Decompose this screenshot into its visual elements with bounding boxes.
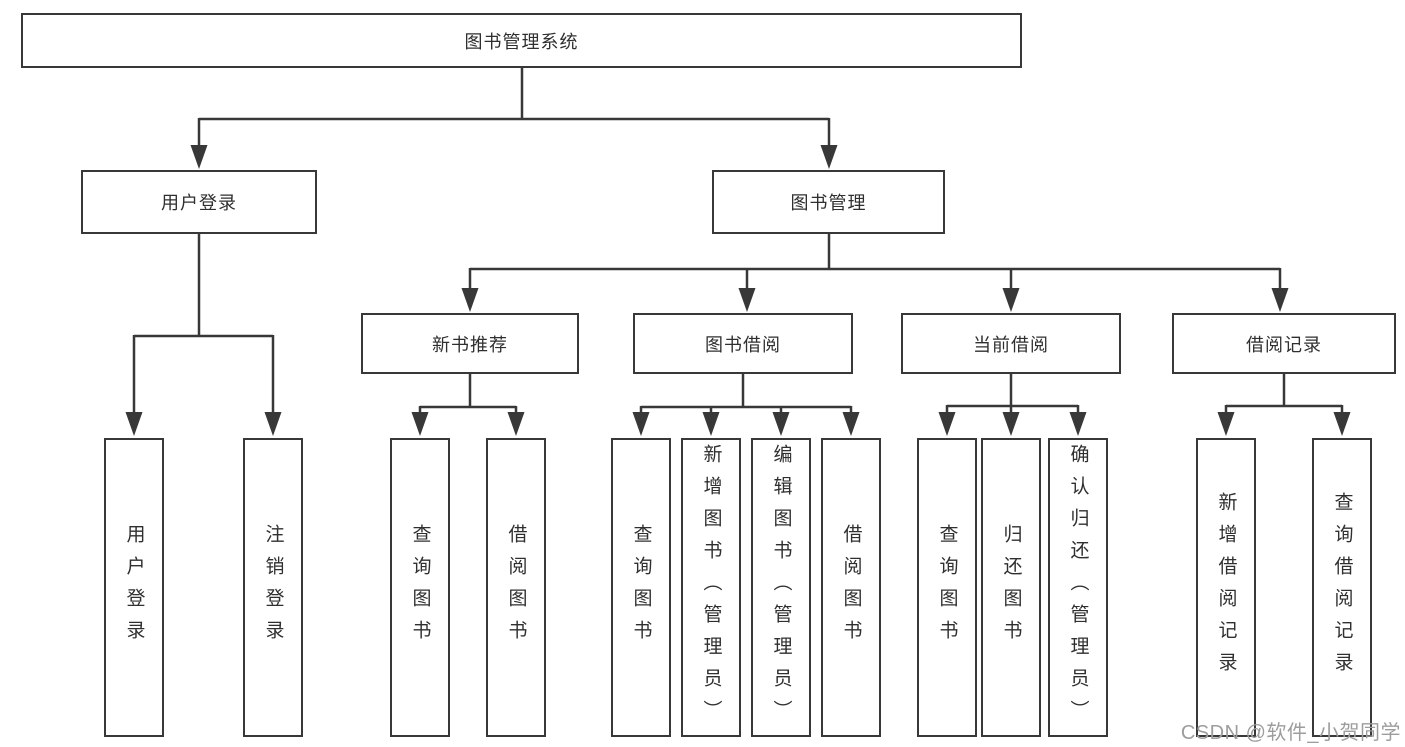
leaf-br-query-record: 查询借阅记录	[1312, 438, 1372, 737]
leaf-nbr-query-books: 查询图书	[390, 438, 450, 737]
node-borrowing-records-label: 借阅记录	[1246, 334, 1322, 355]
node-user-login-label: 用户登录	[161, 193, 237, 213]
arrowhead	[1002, 288, 1020, 312]
arrowhead	[842, 412, 860, 436]
node-book-management-label: 图书管理	[790, 193, 867, 213]
arrowhead	[1271, 288, 1289, 312]
arrowhead	[190, 145, 208, 169]
node-borrowing-records: 借阅记录	[1172, 313, 1396, 374]
leaf-bb-query-books: 查询图书	[611, 438, 671, 737]
arrowhead	[938, 412, 956, 436]
leaf-nbr-borrow-books: 借阅图书	[486, 438, 546, 737]
node-user-login: 用户登录	[81, 170, 317, 234]
arrowhead	[1002, 412, 1020, 436]
arrowhead	[411, 412, 429, 436]
node-root-label: 图书管理系统	[464, 31, 579, 52]
leaf-user-login: 用户登录	[104, 438, 164, 737]
leaf-cb-confirm-return-label: 确认归还（管理员）	[1067, 443, 1089, 732]
leaf-bb-edit-books-label: 编辑图书（管理员）	[770, 443, 792, 732]
leaf-bb-edit-books: 编辑图书（管理员）	[751, 438, 811, 737]
leaf-logout-label: 注销登录	[262, 523, 284, 652]
arrowhead	[1333, 412, 1351, 436]
arrowhead	[264, 412, 282, 436]
arrowhead	[507, 412, 525, 436]
arrowhead	[1069, 412, 1087, 436]
watermark: CSDN @软件_小贺同学	[1180, 722, 1401, 744]
node-book-management: 图书管理	[712, 170, 945, 234]
leaf-br-add-record: 新增借阅记录	[1196, 438, 1256, 737]
leaf-nbr-query-books-label: 查询图书	[409, 523, 431, 652]
leaf-cb-query-books-label: 查询图书	[936, 523, 958, 652]
arrowhead	[461, 288, 479, 312]
leaf-bb-borrow-books-label: 借阅图书	[840, 523, 862, 652]
arrowhead	[125, 412, 143, 436]
node-new-book-recommend: 新书推荐	[361, 313, 579, 374]
leaf-cb-query-books: 查询图书	[917, 438, 977, 737]
node-root: 图书管理系统	[21, 13, 1022, 68]
leaf-bb-add-books: 新增图书（管理员）	[681, 438, 741, 737]
arrowhead	[820, 145, 838, 169]
leaf-logout: 注销登录	[243, 438, 303, 737]
leaf-bb-add-books-label: 新增图书（管理员）	[700, 443, 722, 732]
arrowheads	[125, 145, 1351, 436]
arrowhead	[702, 412, 720, 436]
arrowhead	[738, 288, 756, 312]
leaf-bb-borrow-books: 借阅图书	[821, 438, 881, 737]
leaf-cb-return-books-label: 归还图书	[1000, 523, 1022, 652]
leaf-bb-query-books-label: 查询图书	[630, 523, 652, 652]
connector-path	[132, 68, 1344, 413]
leaf-nbr-borrow-books-label: 借阅图书	[505, 523, 527, 652]
leaf-br-add-record-label: 新增借阅记录	[1215, 491, 1237, 684]
arrowhead	[772, 412, 790, 436]
node-new-book-recommend-label: 新书推荐	[432, 334, 508, 355]
node-current-borrowing: 当前借阅	[901, 313, 1121, 374]
node-book-borrowing: 图书借阅	[633, 313, 853, 374]
arrowhead	[1217, 412, 1235, 436]
leaf-cb-return-books: 归还图书	[981, 438, 1041, 737]
node-current-borrowing-label: 当前借阅	[973, 334, 1049, 355]
leaf-br-query-record-label: 查询借阅记录	[1331, 491, 1353, 684]
arrowhead	[632, 412, 650, 436]
leaf-user-login-label: 用户登录	[123, 523, 145, 652]
leaf-cb-confirm-return: 确认归还（管理员）	[1048, 438, 1108, 737]
node-book-borrowing-label: 图书借阅	[705, 334, 781, 355]
